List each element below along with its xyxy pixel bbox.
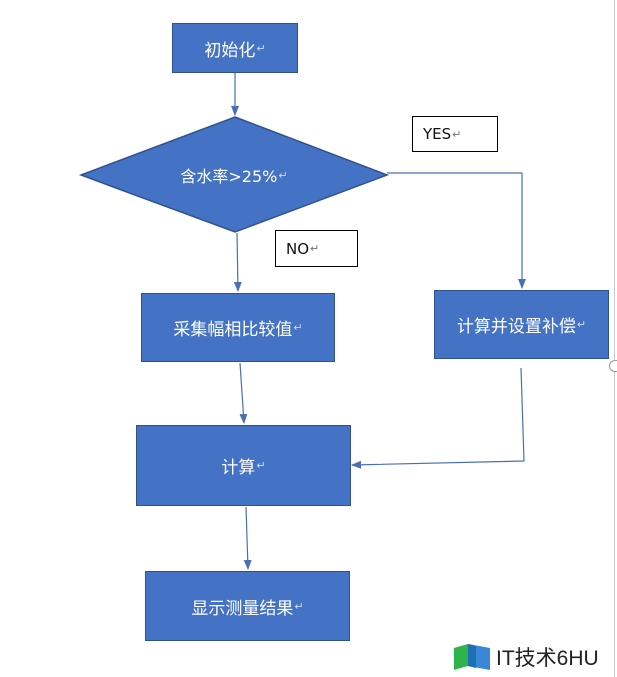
node-compute-text: 计算 xyxy=(221,458,256,478)
page-edge-divider xyxy=(614,0,615,677)
arrow-decision-to-sample xyxy=(233,232,242,292)
node-init: 初始化↵ xyxy=(172,23,298,73)
decision-diamond xyxy=(78,116,390,233)
label-no-text: NO xyxy=(286,239,310,258)
arrow-sample-to-compute xyxy=(239,362,248,424)
resize-handle[interactable] xyxy=(609,360,617,372)
paragraph-mark-icon: ↵ xyxy=(452,127,462,141)
node-compensate: 计算并设置补偿↵ xyxy=(434,290,609,359)
paragraph-mark-icon: ↵ xyxy=(256,459,266,472)
node-decision-text: 含水率>25% xyxy=(180,167,278,186)
node-compensate-text: 计算并设置补偿 xyxy=(456,317,576,337)
paragraph-mark-icon: ↵ xyxy=(576,318,587,331)
arrow-compensate-to-compute xyxy=(351,367,525,469)
label-yes-text: YES xyxy=(423,125,452,143)
node-sample: 采集幅相比较值↵ xyxy=(141,293,335,362)
label-no: NO↵ xyxy=(275,230,358,267)
paragraph-mark-icon: ↵ xyxy=(293,321,303,334)
book-logo-icon xyxy=(454,644,490,670)
paragraph-mark-icon: ↵ xyxy=(310,242,320,255)
paragraph-mark-icon: ↵ xyxy=(294,599,304,613)
arrow-decision-yes-to-compensate xyxy=(387,172,526,289)
label-yes: YES↵ xyxy=(412,116,498,152)
node-display: 显示测量结果↵ xyxy=(145,571,350,641)
node-sample-text: 采集幅相比较值 xyxy=(173,320,293,340)
node-init-text: 初始化 xyxy=(204,40,256,61)
node-display-text: 显示测量结果 xyxy=(191,598,294,619)
paragraph-mark-icon: ↵ xyxy=(256,41,266,55)
arrow-compute-to-display xyxy=(243,506,252,570)
node-decision: 含水率>25%↵ xyxy=(81,158,387,192)
node-compute: 计算↵ xyxy=(136,425,351,506)
paragraph-mark-icon: ↵ xyxy=(278,168,288,182)
watermark: IT技术6HU xyxy=(454,640,599,674)
watermark-text: IT技术6HU xyxy=(496,647,599,670)
